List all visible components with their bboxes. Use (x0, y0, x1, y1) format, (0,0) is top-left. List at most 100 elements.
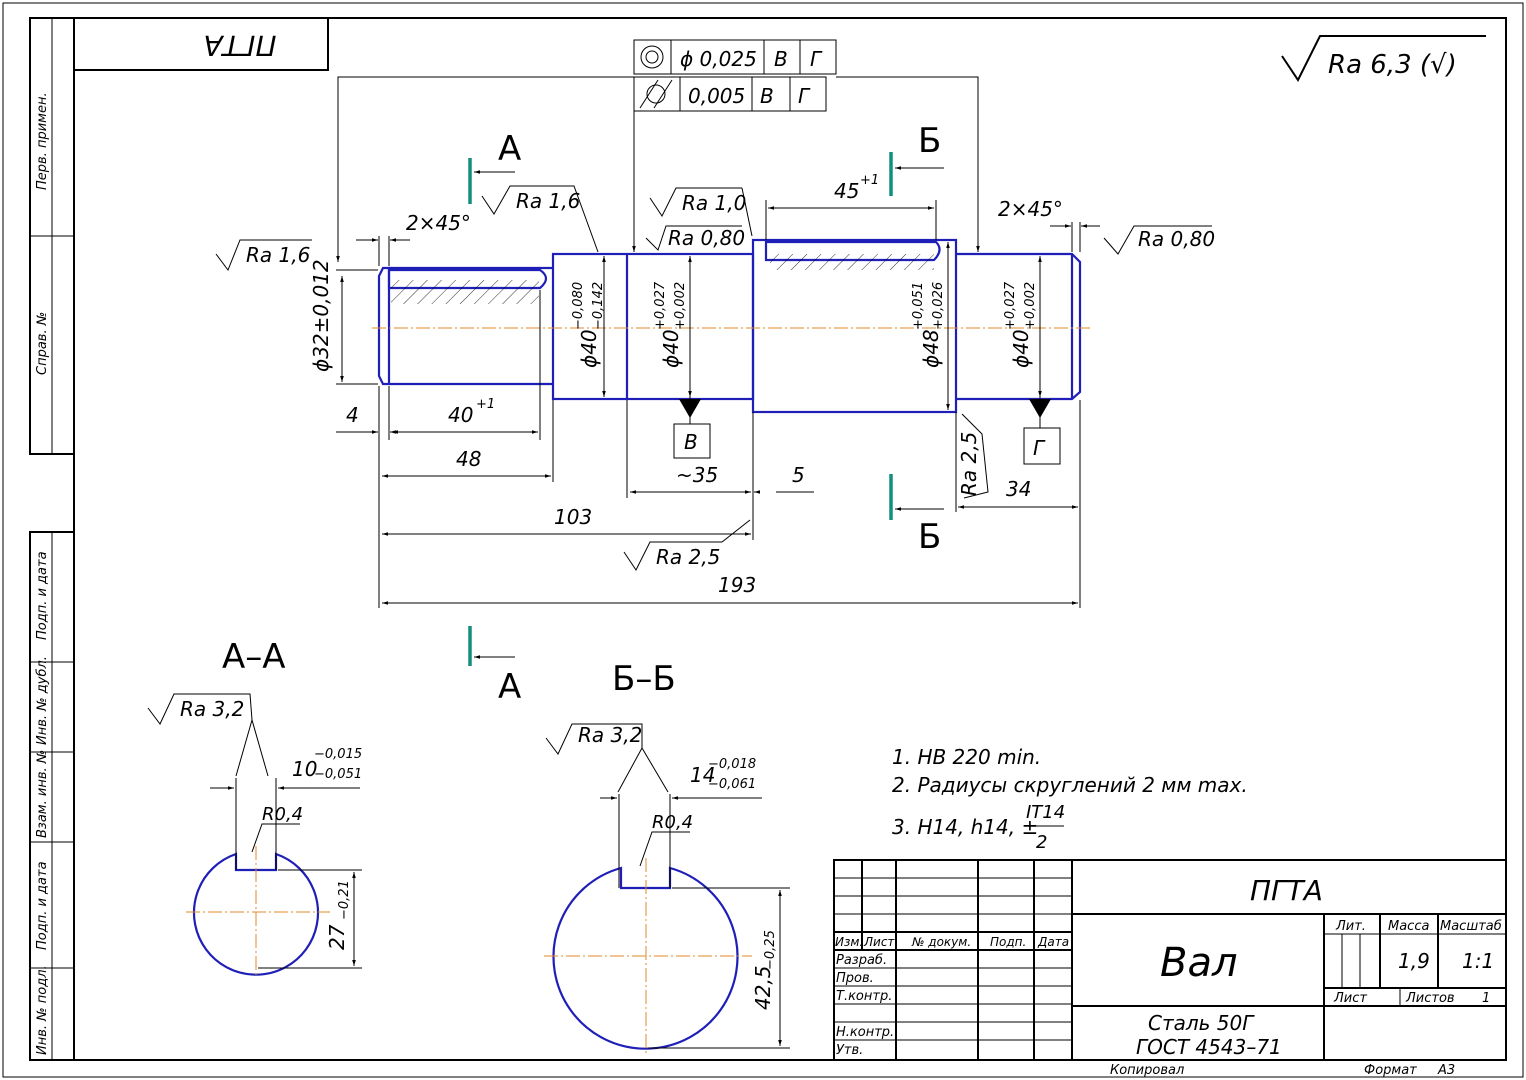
dim-d40a-lo: −0,142 (591, 282, 606, 330)
roughness-r9: Ra 3,2 (578, 723, 642, 747)
tolerance-frame: ϕ 0,025 В Г 0,005 В Г (336, 39, 980, 262)
tb-col-doc: № докум. (911, 935, 971, 949)
dim-len193: 193 (718, 573, 756, 597)
tol-row1-value: ϕ 0,025 (680, 47, 757, 71)
tb-list: Лист (1333, 991, 1367, 1006)
section-bb-depth: 42,5 (751, 965, 775, 1010)
tb-razrab: Разраб. (836, 953, 887, 968)
left-strip: Перв. примен. Справ. № Подп. и дата Инв.… (29, 17, 75, 1061)
tb-org: ПГТА (1250, 874, 1323, 907)
dim-len35: ~35 (676, 463, 718, 487)
tb-prov: Пров. (836, 971, 874, 986)
dim-len40-tol: +1 (476, 397, 495, 412)
section-bb-w-up: −0,018 (708, 757, 756, 772)
roughness-r2: Ra 1,6 (516, 189, 580, 213)
section-aa-depth-tol: −0,21 (337, 880, 352, 920)
diameter-dims: ϕ32±0,012 ϕ40 −0,080 −0,142 ϕ40 +0,027 +… (309, 242, 1042, 410)
strip-vzam-inv: Взам. инв. № (35, 750, 50, 838)
section-bb-title: Б–Б (612, 659, 676, 699)
roughness-r1: Ra 1,6 (246, 243, 310, 267)
tb-nkontr: Н.контр. (836, 1025, 894, 1040)
general-roughness-sign (1281, 35, 1486, 82)
section-bb: Б–Б Ra 3,2 14 −0,018 −0,061 R0,4 42,5 −0… (544, 659, 790, 1056)
shaft-main-view (372, 238, 1090, 414)
dim-len40: 40 (448, 403, 473, 427)
section-bb-radius: R0,4 (652, 812, 693, 833)
dim-len34: 34 (1006, 477, 1031, 501)
title-block: ПГТА Вал Сталь 50Г ГОСТ 4543–71 Изм. Лис… (833, 859, 1507, 1061)
footer-kopiroval: Копировал (1110, 1063, 1184, 1078)
footer-format: Формат (1364, 1063, 1417, 1078)
section-aa-title: А–А (222, 637, 286, 677)
tb-listov-value: 1 (1482, 991, 1490, 1006)
tb-material-2: ГОСТ 4543–71 (1136, 1035, 1282, 1059)
dim-d40c-lo: +0,002 (1023, 282, 1038, 330)
dim-len45-tol: +1 (860, 173, 879, 188)
dim-d48-up: +0,051 (911, 282, 926, 330)
roughness-r5: Ra 0,80 (1138, 227, 1215, 251)
dim-d40c: ϕ40 (1009, 329, 1033, 368)
strip-inv-dubl: Инв. № дубл. (35, 656, 50, 745)
roughness-r4: Ra 0,80 (668, 226, 745, 250)
chamfer-dims: 2×45° 2×45° (356, 197, 1100, 266)
strip-sprav-no: Справ. № (35, 312, 50, 375)
strip-podp-data-1: Подп. и дата (35, 551, 50, 640)
section-aa-w-up: −0,015 (314, 747, 362, 762)
tb-lit: Лит. (1335, 919, 1366, 934)
roughness-r7: Ra 2,5 (957, 432, 981, 496)
cut-a-top-letter: А (498, 129, 521, 169)
section-bb-width: 14 (690, 763, 715, 787)
length-dims: 4 40 +1 48 ~35 5 103 193 34 45 +1 (336, 173, 1081, 608)
corner-stamp-box (73, 17, 329, 71)
cylindricity-icon (639, 79, 673, 109)
dim-len4: 4 (346, 403, 359, 427)
section-aa-depth: 27 (325, 924, 349, 950)
note-2: 2. Радиусы скруглений 2 мм max. (892, 773, 1248, 797)
note-3-denominator: 2 (1036, 832, 1047, 853)
strip-perv-primen: Перв. примен. (35, 92, 50, 190)
tb-mass-value: 1,9 (1398, 949, 1430, 973)
datum-g-label: Г (1033, 436, 1046, 460)
tol-row2-base1: В (760, 84, 774, 108)
section-aa: А–А Ra 3,2 10 −0,015 −0,051 R0,4 27 −0,2… (147, 637, 362, 976)
roughness-r8: Ra 3,2 (180, 697, 244, 721)
section-aa-w-lo: −0,051 (314, 767, 362, 782)
tb-col-izm: Изм. (835, 935, 863, 949)
cut-a-bottom-letter: А (498, 667, 521, 707)
dim-d40a-up: −0,080 (571, 282, 586, 330)
dim-d48-lo: +0,026 (931, 282, 946, 330)
technical-notes: 1. НВ 220 min. 2. Радиусы скруглений 2 м… (892, 745, 1248, 853)
dim-d40b-up: +0,027 (653, 281, 668, 330)
concentricity-icon (640, 45, 664, 69)
corner-stamp-text: ПГТА (204, 29, 277, 62)
section-bb-w-lo: −0,061 (708, 777, 756, 792)
roughness-signs: Ra 1,6 Ra 1,6 Ra 1,0 Ra 0,80 Ra 0,80 Ra … (215, 185, 1215, 571)
tol-row2-value: 0,005 (688, 84, 745, 108)
chamfer-right: 2×45° (998, 197, 1063, 221)
tb-col-list: Лист (863, 935, 895, 949)
dim-d40c-up: +0,027 (1003, 281, 1018, 330)
tb-col-data: Дата (1037, 935, 1069, 949)
cut-b-bottom-letter: Б (918, 517, 941, 557)
tb-scale-value: 1:1 (1462, 949, 1494, 973)
roughness-r6: Ra 2,5 (656, 545, 720, 569)
dim-d40b-lo: +0,002 (673, 282, 688, 330)
dim-d32: ϕ32±0,012 (309, 259, 333, 372)
roughness-r3: Ra 1,0 (682, 191, 746, 215)
tb-utv: Утв. (836, 1043, 863, 1058)
datums: В Г (673, 397, 1061, 465)
cut-marks: А А Б Б (468, 121, 944, 707)
tb-tkontr: Т.контр. (836, 989, 892, 1004)
note-1: 1. НВ 220 min. (892, 745, 1041, 769)
general-roughness: Ra 6,3 (√) (1328, 50, 1457, 80)
tb-masshtab: Масштаб (1440, 919, 1502, 934)
dim-d40b: ϕ40 (659, 329, 683, 368)
tb-material-1: Сталь 50Г (1148, 1011, 1255, 1035)
dim-len48: 48 (456, 447, 481, 471)
dim-d48: ϕ48 (919, 329, 943, 368)
cut-b-top-letter: Б (918, 121, 941, 161)
note-3-numerator: IT14 (1026, 802, 1065, 823)
tb-listov: Листов (1405, 991, 1455, 1006)
datum-b-label: В (684, 430, 698, 454)
